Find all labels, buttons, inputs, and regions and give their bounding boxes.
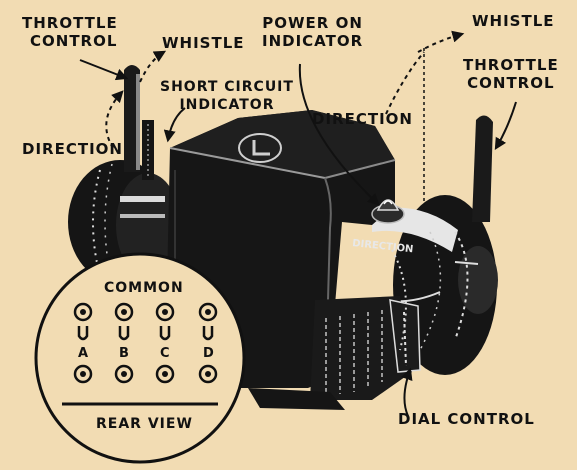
terminal-label-d: D xyxy=(203,346,214,361)
power-lamp-icon xyxy=(371,199,405,224)
rear-view-inset xyxy=(34,252,246,464)
label-direction-right: DIRECTION xyxy=(312,110,413,128)
terminal-label-a: A xyxy=(78,346,89,361)
label-direction-left: DIRECTION xyxy=(22,140,123,158)
terminal-label-b: B xyxy=(119,346,129,361)
left-throttle-lever xyxy=(124,65,140,172)
terminal-label-c: C xyxy=(160,346,170,361)
right-throttle-lever xyxy=(472,115,493,222)
label-power-on-indicator: POWER ON INDICATOR xyxy=(262,14,364,50)
label-whistle-left: WHISTLE xyxy=(162,34,245,52)
label-throttle-control-right: THROTTLE CONTROL xyxy=(463,56,559,92)
rear-view-common-label: COMMON xyxy=(104,280,184,296)
lionel-logo-icon xyxy=(238,133,282,163)
label-whistle-right: WHISTLE xyxy=(472,12,555,30)
label-dial-control: DIAL CONTROL xyxy=(398,410,535,428)
terminal-icon xyxy=(73,302,218,384)
label-throttle-control-left: THROTTLE CONTROL xyxy=(22,14,118,50)
label-short-circuit-indicator: SHORT CIRCUIT INDICATOR xyxy=(160,79,294,113)
rear-view-footer-label: REAR VIEW xyxy=(96,416,193,432)
